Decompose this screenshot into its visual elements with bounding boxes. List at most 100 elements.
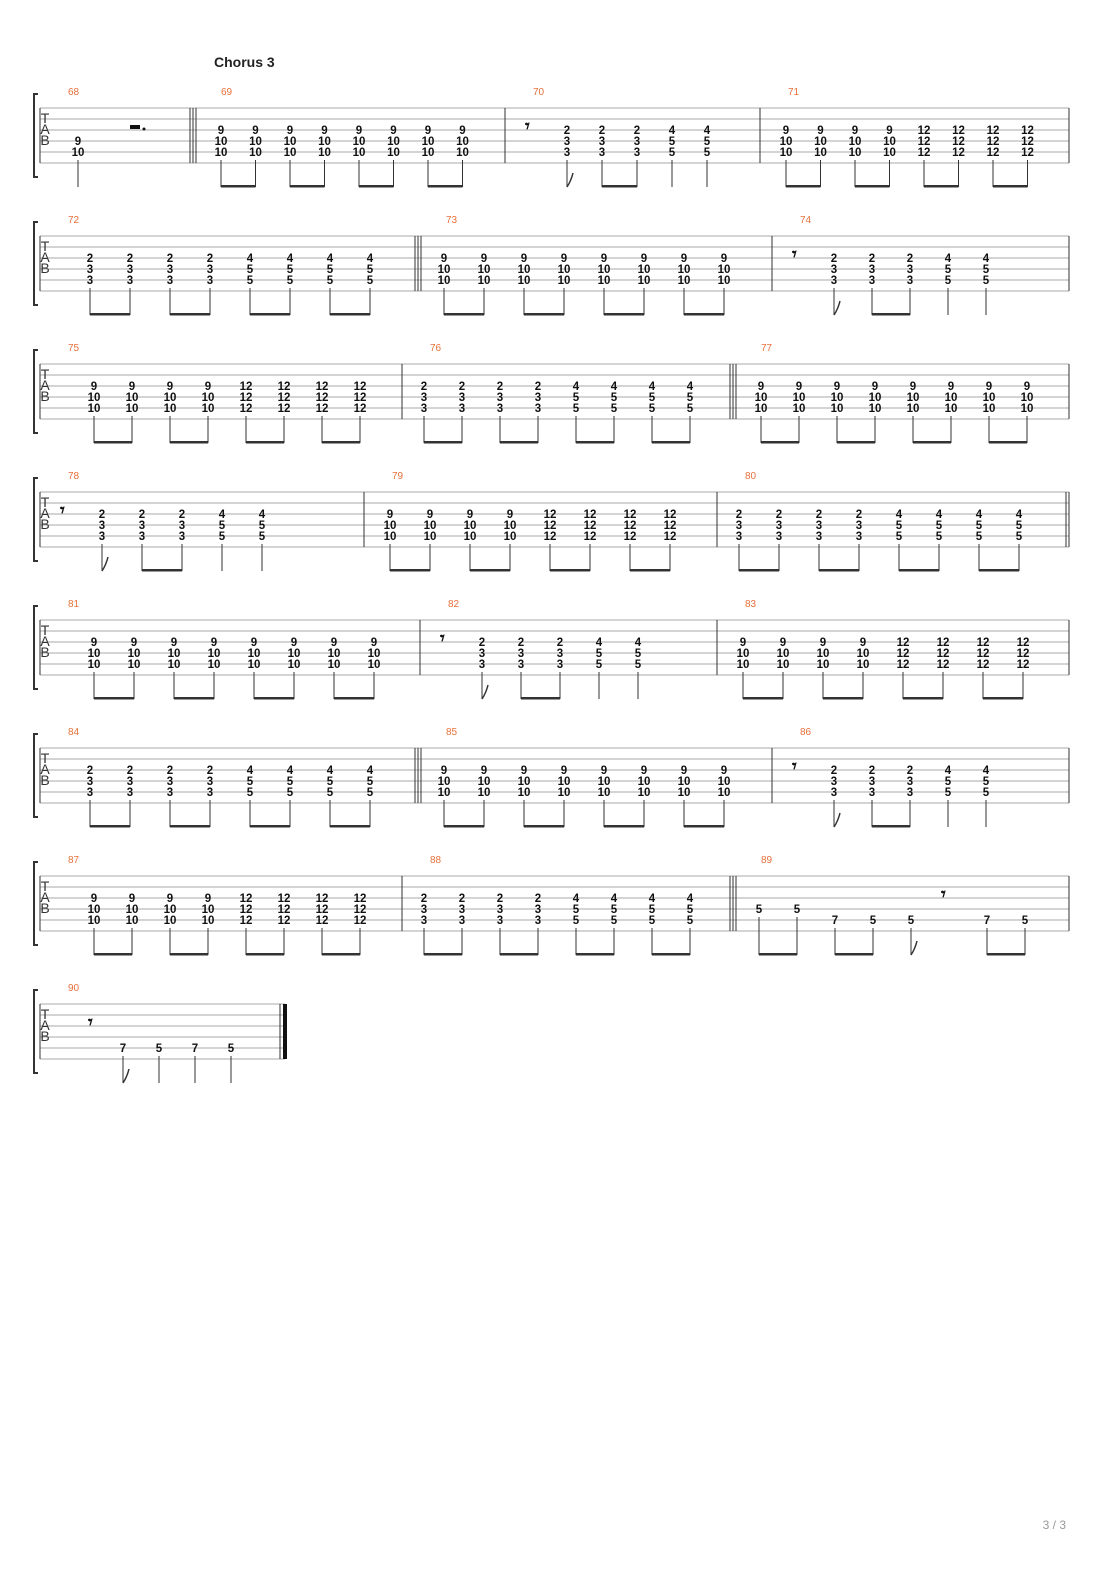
bar-number: 68 bbox=[68, 87, 80, 98]
bar-number: 85 bbox=[446, 727, 458, 738]
fret-number: 12 bbox=[584, 531, 597, 543]
fret-number: 9 bbox=[291, 637, 297, 649]
fret-number: 9 bbox=[521, 253, 527, 265]
fret-number: 10 bbox=[638, 264, 651, 276]
fret-number: 10 bbox=[248, 659, 261, 671]
fret-number: 3 bbox=[421, 392, 427, 404]
fret-number: 3 bbox=[99, 531, 105, 543]
fret-number: 3 bbox=[599, 147, 605, 159]
fret-number: 5 bbox=[596, 648, 603, 660]
fret-number: 10 bbox=[215, 136, 228, 148]
fret-number: 10 bbox=[1021, 403, 1034, 415]
fret-number: 2 bbox=[599, 125, 605, 137]
fret-number: 12 bbox=[240, 904, 253, 916]
fret-number: 10 bbox=[518, 275, 531, 287]
fret-number: 3 bbox=[479, 648, 485, 660]
fret-number: 10 bbox=[718, 264, 731, 276]
fret-number: 9 bbox=[387, 509, 393, 521]
fret-number: 10 bbox=[504, 520, 517, 532]
fret-number: 5 bbox=[687, 904, 694, 916]
fret-number: 5 bbox=[287, 776, 294, 788]
fret-number: 5 bbox=[635, 659, 642, 671]
beam bbox=[979, 569, 1019, 572]
beam bbox=[903, 697, 943, 700]
fret-number: 9 bbox=[129, 893, 135, 905]
fret-number: 4 bbox=[704, 125, 711, 137]
eighth-rest: 𝄾 bbox=[792, 756, 797, 776]
fret-number: 9 bbox=[425, 125, 431, 137]
fret-number: 4 bbox=[983, 253, 990, 265]
fret-number: 4 bbox=[611, 893, 618, 905]
fret-number: 9 bbox=[872, 381, 878, 393]
fret-number: 9 bbox=[681, 765, 687, 777]
fret-number: 10 bbox=[869, 403, 882, 415]
beam bbox=[250, 825, 290, 828]
fret-number: 12 bbox=[354, 904, 367, 916]
fret-number: 3 bbox=[907, 275, 913, 287]
beam bbox=[500, 953, 538, 956]
fret-number: 9 bbox=[796, 381, 802, 393]
fret-number: 3 bbox=[87, 264, 93, 276]
fret-number: 10 bbox=[518, 776, 531, 788]
fret-number: 12 bbox=[278, 904, 291, 916]
fret-number: 5 bbox=[228, 1043, 235, 1055]
fret-number: 12 bbox=[1021, 136, 1034, 148]
fret-number: 12 bbox=[918, 136, 931, 148]
fret-number: 10 bbox=[598, 787, 611, 799]
fret-number: 10 bbox=[638, 787, 651, 799]
fret-number: 3 bbox=[831, 787, 837, 799]
fret-number: 10 bbox=[202, 403, 215, 415]
fret-number: 12 bbox=[952, 136, 965, 148]
eighth-rest: 𝄾 bbox=[792, 244, 797, 264]
fret-number: 9 bbox=[211, 637, 217, 649]
bar-number: 88 bbox=[430, 855, 442, 866]
fret-number: 2 bbox=[479, 637, 485, 649]
fret-number: 5 bbox=[635, 648, 642, 660]
beam bbox=[500, 441, 538, 444]
fret-number: 9 bbox=[860, 637, 866, 649]
fret-number: 12 bbox=[937, 659, 950, 671]
bar-number: 70 bbox=[533, 87, 545, 98]
fret-number: 10 bbox=[438, 787, 451, 799]
fret-number: 10 bbox=[438, 264, 451, 276]
beam bbox=[221, 185, 256, 188]
fret-number: 9 bbox=[886, 125, 892, 137]
fret-number: 3 bbox=[816, 531, 822, 543]
tab-clef-letter: B bbox=[40, 644, 49, 660]
beam bbox=[94, 697, 134, 700]
fret-number: 3 bbox=[497, 403, 503, 415]
beam bbox=[290, 185, 325, 188]
fret-number: 12 bbox=[240, 915, 253, 927]
fret-number: 9 bbox=[205, 381, 211, 393]
fret-number: 2 bbox=[497, 381, 503, 393]
fret-number: 4 bbox=[219, 509, 226, 521]
fret-number: 2 bbox=[87, 765, 93, 777]
fret-number: 12 bbox=[278, 893, 291, 905]
beam bbox=[872, 313, 910, 316]
fret-number: 5 bbox=[573, 403, 580, 415]
fret-number: 5 bbox=[908, 915, 915, 927]
fret-number: 10 bbox=[88, 904, 101, 916]
fret-number: 5 bbox=[896, 531, 903, 543]
fret-number: 9 bbox=[321, 125, 327, 137]
fret-number: 10 bbox=[504, 531, 517, 543]
bar-number: 82 bbox=[448, 599, 460, 610]
fret-number: 10 bbox=[248, 648, 261, 660]
fret-number: 12 bbox=[278, 381, 291, 393]
fret-number: 10 bbox=[780, 147, 793, 159]
fret-number: 3 bbox=[207, 275, 213, 287]
fret-number: 5 bbox=[794, 904, 801, 916]
fret-number: 10 bbox=[88, 915, 101, 927]
fret-number: 3 bbox=[776, 520, 782, 532]
fret-number: 10 bbox=[755, 392, 768, 404]
beam bbox=[989, 441, 1027, 444]
fret-number: 9 bbox=[459, 125, 465, 137]
fret-number: 3 bbox=[421, 403, 427, 415]
tab-clef-letter: A bbox=[40, 1017, 50, 1033]
fret-number: 12 bbox=[316, 915, 329, 927]
fret-number: 10 bbox=[202, 915, 215, 927]
fret-number: 3 bbox=[127, 275, 133, 287]
fret-number: 10 bbox=[831, 392, 844, 404]
fret-number: 10 bbox=[814, 136, 827, 148]
fret-number: 4 bbox=[287, 253, 294, 265]
